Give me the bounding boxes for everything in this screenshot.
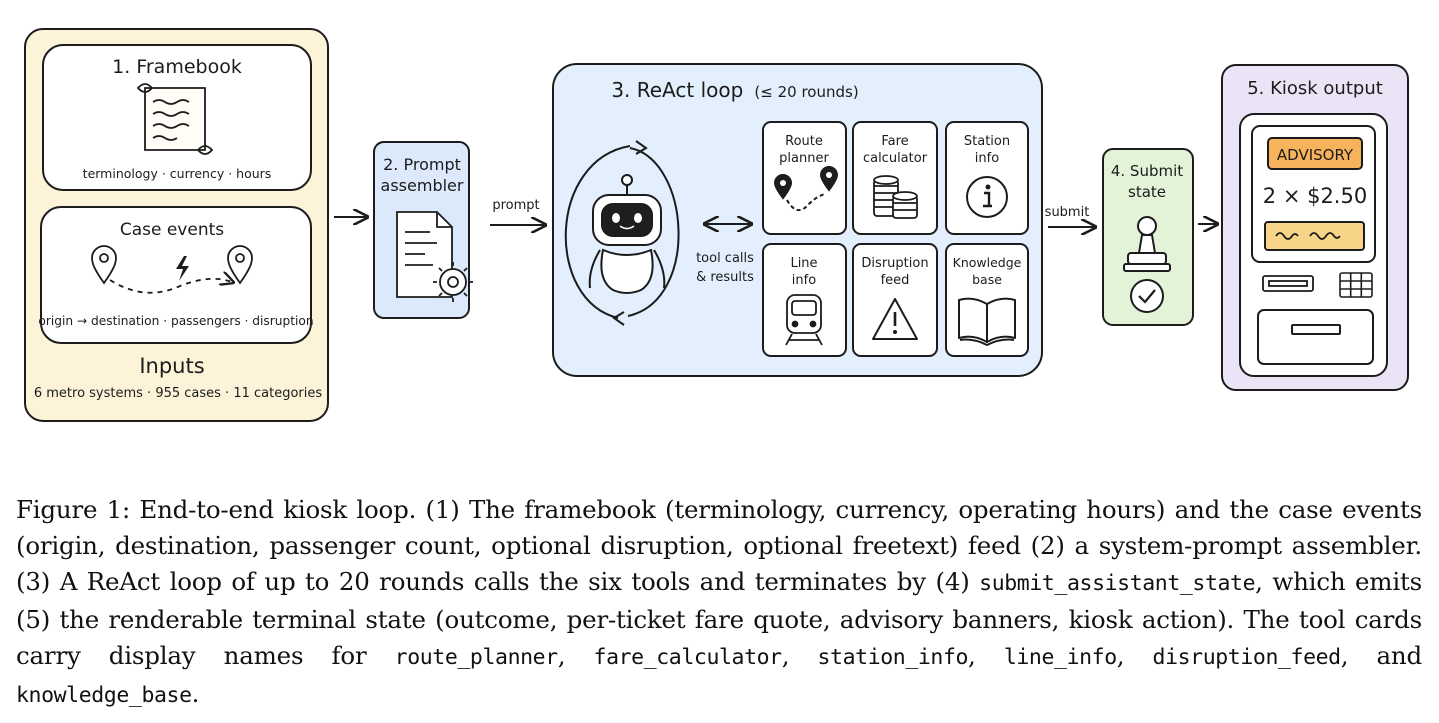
tool-calls-label-line2: & results bbox=[696, 270, 754, 285]
svg-text:info: info bbox=[792, 273, 816, 288]
case-events-box: Case events origin → destination · passe… bbox=[38, 206, 314, 344]
code-fare-calculator: fare_calculator bbox=[593, 645, 783, 670]
prompt-assembler: 2. Prompt assembler bbox=[373, 141, 473, 319]
svg-text:Station: Station bbox=[964, 134, 1010, 149]
origin-pin-icon bbox=[91, 245, 117, 285]
tool-card-disruption-feed: Disruption feed bbox=[852, 243, 938, 357]
code-knowledge-base: knowledge_base bbox=[16, 683, 192, 708]
kiosk-title: 5. Kiosk output bbox=[1247, 78, 1383, 99]
ticket-slot-icon bbox=[1257, 309, 1374, 365]
coins-icon bbox=[873, 175, 918, 219]
loop-cycle-arrows bbox=[564, 145, 680, 319]
tool-calls-label-line1: tool calls bbox=[696, 251, 754, 266]
tool-card-fare-calculator: Fare calculator bbox=[852, 121, 938, 235]
submit-state: 4. Submit state bbox=[1102, 148, 1194, 326]
fare-quote: 2 × $2.50 bbox=[1263, 184, 1367, 208]
svg-text:Knowledge: Knowledge bbox=[953, 255, 1022, 270]
inputs-caption: 6 metro systems · 955 cases · 11 categor… bbox=[34, 386, 323, 401]
code-station-info: station_info bbox=[817, 645, 969, 670]
keypad-icon bbox=[1339, 272, 1373, 298]
figure-caption: Figure 1: End-to-end kiosk loop. (1) The… bbox=[16, 495, 1422, 708]
check-circle-icon bbox=[1130, 279, 1164, 313]
scroll-icon bbox=[136, 83, 214, 155]
svg-text:Route: Route bbox=[785, 134, 823, 149]
case-events-title: Case events bbox=[120, 220, 224, 240]
assembler-label-line2: assembler bbox=[381, 176, 464, 195]
stamp-icon bbox=[1123, 216, 1171, 272]
advisory-badge bbox=[1267, 137, 1363, 170]
warning-icon bbox=[872, 298, 918, 340]
robot-agent-icon bbox=[588, 174, 666, 294]
card-slot-icon bbox=[1262, 275, 1314, 292]
submit-label-line1: 4. Submit bbox=[1111, 162, 1183, 180]
submit-label: submit bbox=[1045, 205, 1090, 220]
inputs-title: Inputs bbox=[139, 354, 204, 378]
tool-card-line-info: Line info bbox=[762, 243, 847, 357]
svg-text:base: base bbox=[972, 272, 1002, 287]
disruption-bolt-icon bbox=[176, 256, 189, 281]
svg-text:Line: Line bbox=[790, 256, 817, 271]
framebook-box: 1. Framebook terminology · currency · ho… bbox=[42, 44, 312, 191]
react-loop-panel: 3. ReAct loop (≤ 20 rounds) tool calls &… bbox=[552, 63, 1043, 377]
svg-text:info: info bbox=[975, 151, 999, 166]
case-events-caption: origin → destination · passengers · disr… bbox=[38, 314, 313, 328]
train-icon bbox=[785, 294, 823, 346]
advisory-banner bbox=[1264, 221, 1365, 251]
svg-text:Fare: Fare bbox=[881, 134, 908, 149]
tool-card-knowledge-base: Knowledge base bbox=[945, 243, 1029, 357]
framebook-caption: terminology · currency · hours bbox=[83, 166, 272, 181]
advisory-badge-label: ADVISORY bbox=[1277, 146, 1354, 164]
code-submit-assistant-state: submit_assistant_state bbox=[979, 571, 1256, 596]
prompt-label: prompt bbox=[492, 198, 539, 213]
destination-pin-icon bbox=[227, 245, 253, 285]
book-icon bbox=[958, 297, 1016, 346]
code-disruption-feed: disruption_feed bbox=[1152, 645, 1342, 670]
tool-card-station-info: Station info bbox=[945, 121, 1029, 235]
submit-label-line2: state bbox=[1128, 183, 1166, 201]
diagram: 1. Framebook terminology · currency · ho… bbox=[24, 28, 1409, 422]
inputs-panel: 1. Framebook terminology · currency · ho… bbox=[24, 28, 329, 422]
framebook-title: 1. Framebook bbox=[112, 56, 242, 78]
code-route-planner: route_planner bbox=[394, 645, 558, 670]
route-dashed-path bbox=[109, 279, 232, 294]
react-title: 3. ReAct loop (≤ 20 rounds) bbox=[611, 78, 858, 102]
code-line-info: line_info bbox=[1003, 645, 1117, 670]
svg-text:calculator: calculator bbox=[863, 151, 928, 166]
document-gear-icon bbox=[396, 211, 473, 302]
tool-card-route-planner: Route planner bbox=[762, 121, 847, 235]
svg-text:feed: feed bbox=[881, 273, 910, 288]
kiosk-output-panel: 5. Kiosk output ADVISORY 2 × $2.50 bbox=[1221, 64, 1409, 391]
assembler-label-line1: 2. Prompt bbox=[383, 155, 461, 174]
info-icon bbox=[966, 176, 1008, 218]
svg-text:planner: planner bbox=[779, 151, 829, 166]
map-pin-route-icon bbox=[773, 166, 839, 211]
svg-text:Disruption: Disruption bbox=[861, 256, 928, 271]
